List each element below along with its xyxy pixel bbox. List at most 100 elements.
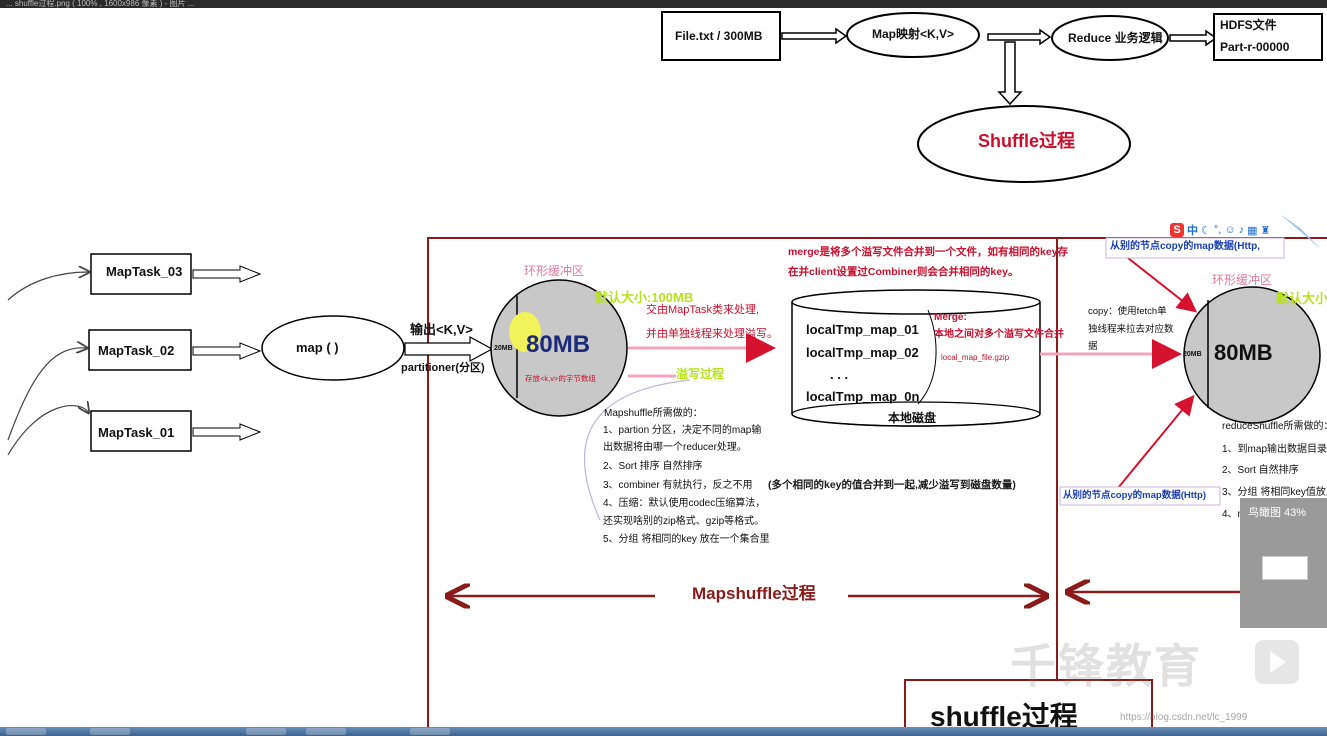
arrow-down-shuffle — [997, 41, 1023, 106]
ring-buffer-right-default: 默认大小 — [1276, 291, 1327, 306]
red-arrow-copy-bottom — [1117, 394, 1195, 489]
shuffle-box — [904, 679, 1153, 736]
punctuation-icon[interactable]: °, — [1213, 224, 1222, 236]
ring-buffer-left-title: 环形缓冲区 — [524, 264, 585, 278]
map-func-label: map ( ) — [296, 340, 339, 355]
reduce-oval — [1051, 15, 1169, 61]
copy-top-label: 从别的节点copy的map数据(Http, — [1110, 241, 1260, 252]
hdfs-box — [1213, 13, 1323, 61]
taskbar-item[interactable] — [246, 728, 286, 735]
maptask-03-box — [90, 253, 192, 295]
map-oval — [846, 12, 980, 58]
reduce-step-1: 1、到map输出数据目录拷 — [1222, 444, 1327, 455]
disk-file-2: localTmp_map_02 — [806, 345, 919, 360]
step-3: 3、combiner 有就执行，反之不用 — [603, 480, 753, 491]
copy-bottom-label: 从别的节点copy的map数据(Http) — [1063, 490, 1207, 501]
curve-to-task02 — [7, 348, 86, 441]
reduce-step-2: 2、Sort 自然排序 — [1222, 465, 1299, 476]
watermark-url: https://blog.csdn.net/lc_1999 — [1120, 712, 1248, 723]
taskbar — [0, 727, 1327, 736]
taskbar-item[interactable] — [90, 728, 130, 735]
ime-toolbar[interactable]: S 中 ☾ °, ☺ ♪ ▦ ♜ — [1170, 220, 1308, 240]
step-4a: 4、压缩：默认使用codec压缩算法， — [603, 498, 766, 509]
partitioner-label: partitioner(分区) — [401, 362, 485, 374]
arrow-task02 — [192, 342, 262, 360]
disk-cylinder — [791, 302, 1041, 427]
step-5: 5、分组 将相同的key 放在一个集合里 — [603, 534, 770, 545]
disk-label: 本地磁盘 — [888, 411, 937, 425]
arrow-map-buffer — [404, 335, 494, 363]
step-2: 2、Sort 排序 自然排序 — [603, 461, 703, 472]
maptask-03-label: MapTask_03 — [106, 264, 183, 279]
combiner-note: (多个相同的key的值合并到一起,减少溢写到磁盘数量) — [768, 479, 1016, 491]
ring-buffer-right-big: 80MB — [1214, 340, 1273, 365]
maptask-02-box — [88, 329, 192, 371]
birds-eye-label: 鸟瞰图 43% — [1248, 507, 1307, 519]
watermark-logo: 千锋教育 — [1010, 640, 1202, 692]
shuffle-oval-label: Shuffle过程 — [978, 131, 1075, 151]
ime-lang-toggle[interactable]: 中 — [1187, 225, 1198, 237]
ring-buffer-left-small: 20MB — [494, 345, 513, 352]
window-title: ... shuffle过程.png ( 100% , 1600x986 像素 )… — [0, 0, 1327, 8]
taskbar-item[interactable] — [410, 728, 450, 735]
mapshuffle-label: Mapshuffle过程 — [692, 584, 816, 603]
merge-title: Merge: — [934, 312, 967, 323]
taskbar-start-button[interactable] — [6, 728, 46, 735]
output-kv-label: 输出<K,V> — [410, 322, 473, 337]
step-1b: 出数据将由哪一个reducer处理。 — [603, 442, 747, 453]
step-4b: 还实现啥别的zip格式、gzip等格式。 — [603, 516, 765, 527]
ring-buffer-left-default: 默认大小:100MB — [595, 290, 694, 305]
arrow-map-reduce — [987, 28, 1052, 46]
reduce-steps-title: reduceShuffle所需做的： — [1222, 421, 1327, 432]
copy-note-line1: copy：使用fetch单 — [1088, 306, 1167, 317]
play-button[interactable] — [1255, 640, 1299, 684]
arrow-task01 — [192, 423, 262, 441]
steps-title: Mapshuffle所需做的： — [604, 408, 703, 419]
maptask-01-box — [90, 410, 192, 452]
taskbar-item[interactable] — [306, 728, 346, 735]
disk-file-1: localTmp_map_01 — [806, 322, 919, 337]
step-1a: 1、partion 分区，决定不同的map输 — [603, 425, 762, 436]
emoji-icon[interactable]: ☺ — [1224, 224, 1236, 236]
disk-file-dots: . . . — [830, 367, 849, 382]
ring-buffer-right — [1183, 286, 1321, 424]
hdfs-line2: Part-r-00000 — [1220, 40, 1290, 54]
hdfs-line1: HDFS文件 — [1220, 18, 1277, 32]
birds-eye-panel[interactable]: 鸟瞰图 43% — [1240, 498, 1327, 628]
shirt-icon[interactable]: ♜ — [1260, 224, 1271, 237]
curve-to-task01 — [7, 406, 88, 456]
main-frame — [427, 237, 1327, 727]
copy-note-line3: 据 — [1088, 341, 1098, 352]
merge-note-line1: merge是将多个溢写文件合并到一个文件，如有相同的key存 — [788, 246, 1069, 258]
arrow-task03 — [192, 265, 262, 283]
copy-note-line2: 独线程来拉去对应数 — [1088, 324, 1174, 335]
maptask-01-label: MapTask_01 — [98, 425, 175, 440]
reduce-step-3: 3、分组 将相同key值放到 — [1222, 487, 1327, 498]
red-arrow-copy-top — [1127, 257, 1198, 313]
file-box — [661, 11, 781, 61]
microphone-icon[interactable]: ♪ — [1238, 224, 1245, 236]
ring-buffer-left-store-note: 存放<k,v>的字节数组 — [525, 374, 596, 383]
map-oval-label: Map映射<K,V> — [872, 27, 955, 41]
arrow-reduce-hdfs — [1169, 29, 1218, 47]
ring-buffer-right-small: 20MB — [1183, 351, 1202, 358]
moon-icon[interactable]: ☾ — [1201, 224, 1211, 237]
sogou-logo-icon[interactable]: S — [1170, 223, 1184, 237]
shuffle-oval — [917, 105, 1131, 183]
steps-pointer — [583, 379, 691, 521]
spill-label: 溢写过程 — [676, 367, 725, 381]
arrow-file-map — [781, 27, 848, 45]
birds-eye-preview[interactable] — [1262, 556, 1308, 580]
maptask-02-label: MapTask_02 — [98, 343, 175, 358]
shuffle-box-label: shuffle过程 — [930, 701, 1078, 732]
disk-file-n: localTmp_map_0n — [806, 389, 920, 404]
keyboard-icon[interactable]: ▦ — [1247, 224, 1258, 237]
ring-buffer-left-big: 80MB — [526, 331, 591, 358]
handoff-line1: 交由MapTask类来处理, — [646, 304, 760, 316]
reduce-oval-label: Reduce 业务逻辑 — [1068, 31, 1163, 45]
curve-to-task03 — [7, 272, 88, 301]
file-box-label: File.txt / 300MB — [675, 29, 763, 43]
map-func-oval — [261, 315, 405, 381]
ring-buffer-right-title: 环形缓冲区 — [1212, 273, 1273, 287]
